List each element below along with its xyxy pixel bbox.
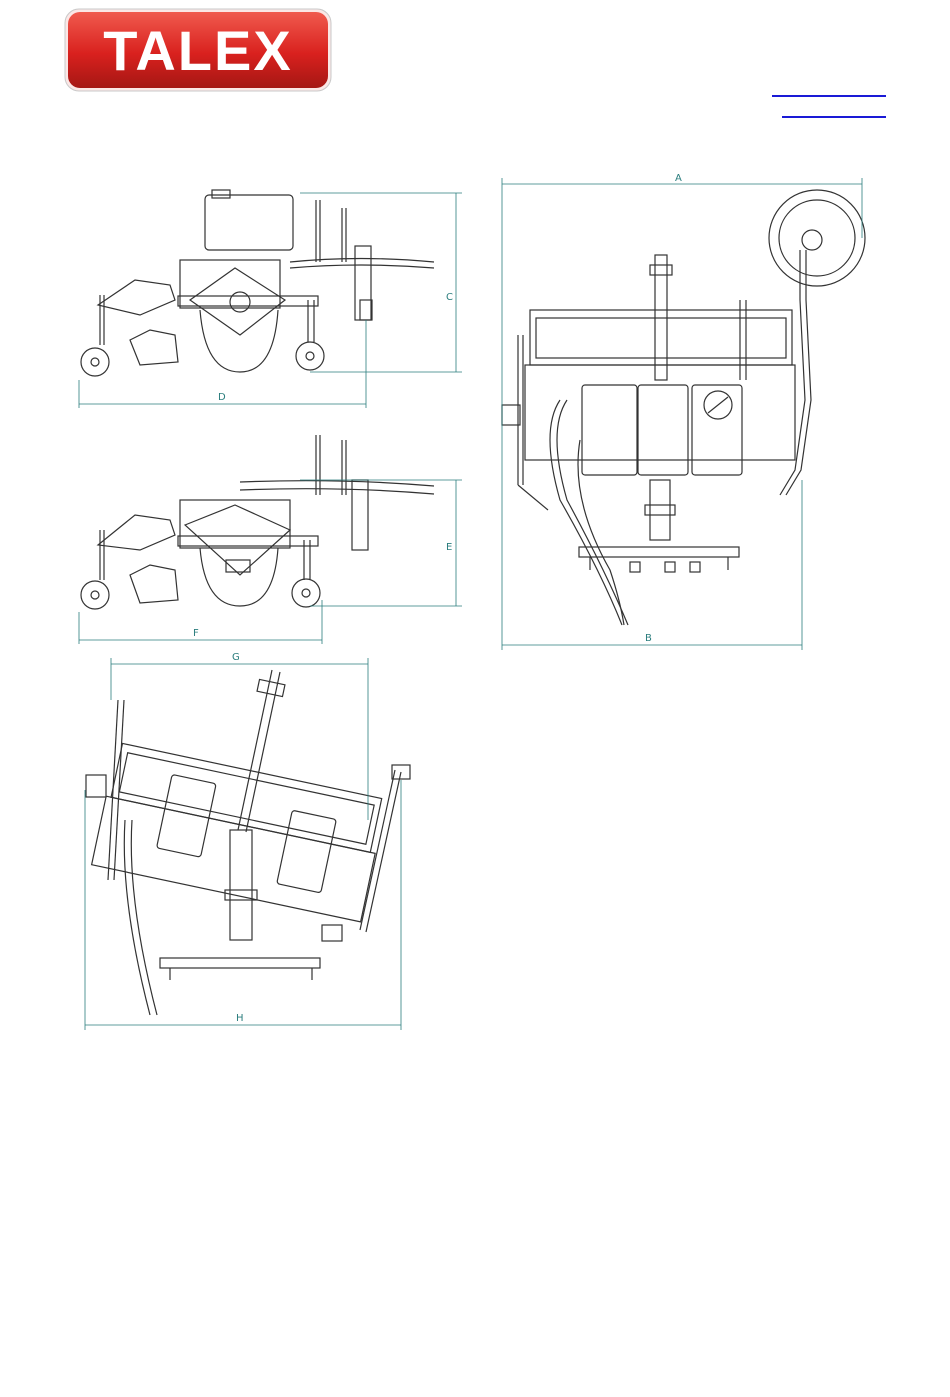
dim-h <box>85 780 401 1030</box>
side-view-bottom <box>81 435 434 609</box>
label-f: F <box>193 628 199 639</box>
side-view-top <box>81 190 434 376</box>
label-h: H <box>236 1013 244 1024</box>
label-d: D <box>218 392 226 403</box>
dim-f <box>79 600 322 644</box>
dim-e <box>300 480 462 606</box>
dim-b <box>502 420 802 650</box>
label-e: E <box>446 542 452 553</box>
angled-top-view <box>86 670 410 1015</box>
dim-c <box>300 193 462 372</box>
label-c: C <box>446 292 453 303</box>
label-a: A <box>675 173 682 184</box>
top-view <box>502 190 865 625</box>
label-b: B <box>645 633 652 644</box>
dim-a <box>502 178 862 420</box>
label-g: G <box>232 652 240 663</box>
